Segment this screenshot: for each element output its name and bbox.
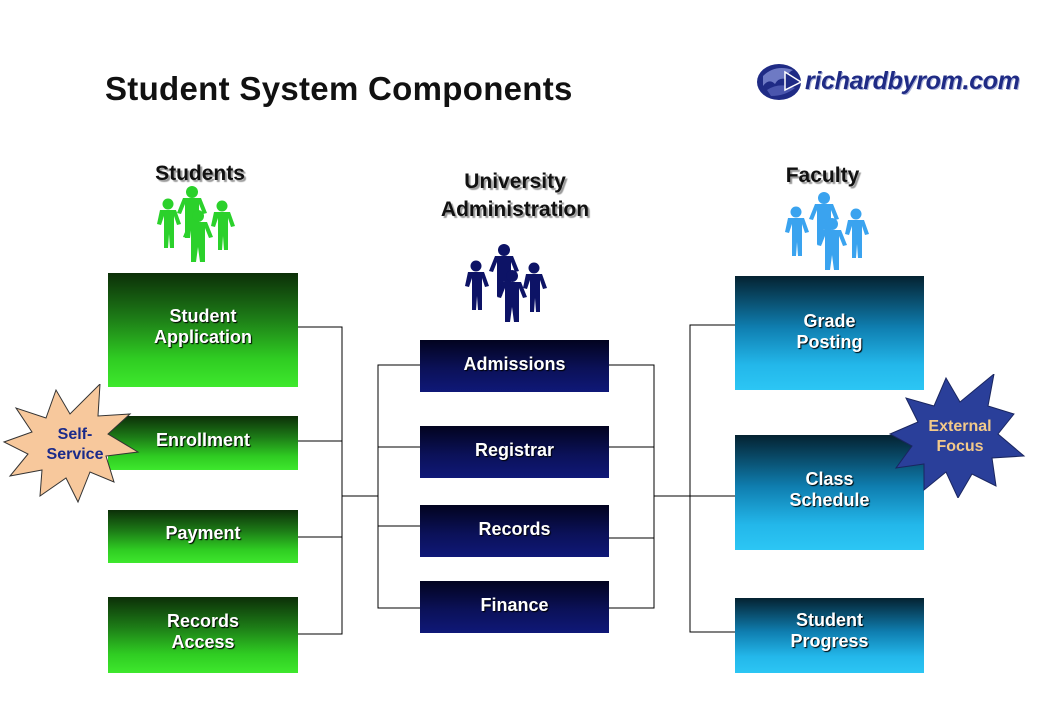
admin-left-bracket [377,364,420,609]
enrollment-box: Enrollment [108,416,298,470]
payment-box: Payment [108,510,298,563]
finance-box: Finance [420,581,609,633]
records-label: Records [478,519,551,539]
students-heading: Students [155,162,245,185]
registrar-label: Registrar [474,440,555,460]
brand-logo: richardbyrom.com [755,60,1035,104]
self-service-starburst [2,384,140,504]
records-access-label: Records Access [166,611,240,652]
student-application-label: Student Application [154,306,252,347]
admissions-label: Admissions [463,354,566,374]
self-service-label: Self- Service [46,426,104,463]
faculty-bracket [689,324,735,633]
faculty-heading: Faculty [785,164,860,187]
student-progress-box: Student Progress [735,598,924,673]
student-progress-label: Student Progress [790,610,869,651]
grade-posting-box: Grade Posting [735,276,924,390]
class-schedule-box: Class Schedule [735,435,924,550]
finance-label: Finance [480,595,549,615]
records-access-box: Records Access [108,597,298,673]
admissions-box: Admissions [420,340,609,392]
logo-text: richardbyrom.com [805,67,1020,95]
student-application-box: Student Application [108,273,298,387]
records-box: Records [420,505,609,557]
enrollment-label: Enrollment [155,430,250,450]
faculty-people-icon [785,192,869,270]
class-schedule-label: Class Schedule [789,469,870,510]
payment-label: Payment [165,523,241,543]
grade-posting-label: Grade Posting [796,311,863,352]
page-title: Student System Components [105,70,573,107]
external-focus-label: External Focus [928,418,992,455]
students-people-icon [157,186,235,262]
admin-right-bracket [609,364,655,609]
administration-people-icon [465,244,547,322]
administration-heading: University Administration [440,170,590,221]
registrar-box: Registrar [420,426,609,478]
external-focus-starburst [888,374,1026,498]
logo-mark-icon [757,64,803,100]
students-bracket [298,326,343,635]
